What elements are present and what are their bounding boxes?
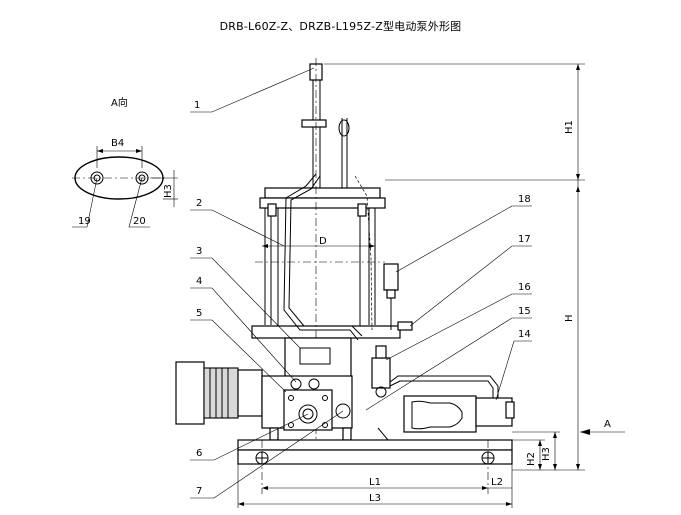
drawing-title: DRB-L60Z-Z、DRZB-L195Z-Z型电动泵外形图	[219, 20, 462, 33]
overall-dimensions: H1 H H2 H3 A L1 L2 L3	[237, 63, 625, 508]
callout-6: 6	[196, 448, 202, 459]
a-view-detail: A向 B4 H3 19 20	[72, 96, 178, 228]
callout-1: 1	[194, 100, 200, 111]
dim-h2: H2	[526, 452, 537, 466]
callout-18: 18	[518, 194, 531, 205]
callout-14: 14	[518, 329, 531, 340]
pump-body: D	[175, 58, 515, 494]
dim-b4: B4	[111, 138, 124, 149]
callout-3: 3	[196, 246, 202, 257]
callout-16: 16	[518, 282, 531, 293]
dim-h3-small: H3	[163, 184, 174, 198]
dim-h: H	[564, 314, 575, 322]
dim-l2: L2	[491, 477, 503, 488]
callout-17: 17	[518, 234, 531, 245]
callout-2: 2	[196, 198, 202, 209]
callout-5: 5	[196, 308, 202, 319]
callout-19: 19	[78, 216, 91, 227]
a-direction-label: A	[604, 419, 611, 430]
a-view-label: A向	[111, 96, 128, 109]
callout-15: 15	[518, 306, 531, 317]
dim-h1: H1	[564, 120, 575, 134]
dim-l1: L1	[369, 477, 381, 488]
callout-4: 4	[196, 276, 202, 287]
dim-d: D	[319, 236, 327, 247]
callout-leaders: 1 2 3 4 5 6 7 14 15 16 17 18	[190, 67, 532, 499]
callout-7: 7	[196, 486, 202, 497]
dim-h3: H3	[541, 447, 552, 461]
dim-l3: L3	[369, 493, 381, 504]
callout-20: 20	[133, 216, 146, 227]
